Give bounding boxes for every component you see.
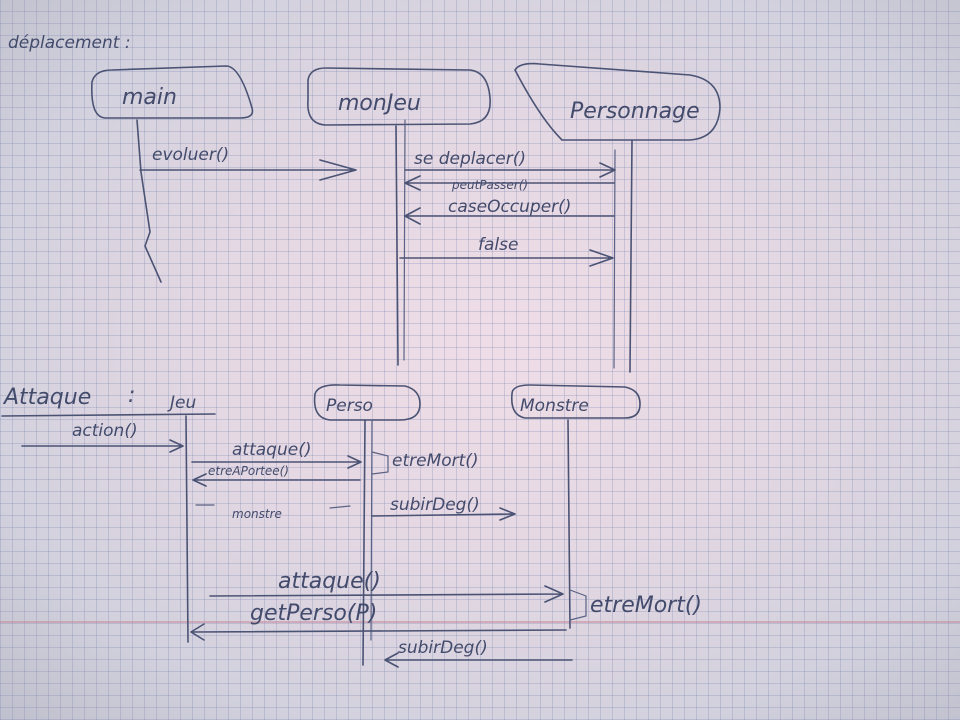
monstre-dash-right [329, 505, 351, 509]
message-etremort2-label: etreMort() [590, 593, 702, 618]
message-etreaportee-label: etreAPortee() [208, 464, 289, 478]
message-attaque2-arrow [209, 585, 564, 603]
message-monstre-label: monstre [232, 507, 282, 521]
lifeline-box-monstre [510, 384, 641, 419]
message-etremort2-bracket [569, 589, 587, 621]
message-caseoccuper-label: caseOccuper() [448, 197, 571, 217]
lifeline-label-personnage: Personnage [570, 99, 700, 124]
message-caseoccuper-arrow [404, 207, 615, 225]
lifeline-box-personnage [514, 62, 721, 141]
message-false-arrow [399, 249, 614, 267]
lifeline-label-monstre: Monstre [520, 396, 589, 416]
message-getperso-label: getPerso(P) [250, 601, 377, 626]
message-deplacer-label: se deplacer() [414, 149, 526, 169]
message-false-label: false [478, 235, 518, 255]
message-subirdeg-label: subirDeg() [390, 495, 480, 515]
message-action-label: action() [72, 421, 138, 441]
lifeline-monjeu-activation [403, 119, 406, 361]
lifeline-label-jeu: Jeu [167, 393, 196, 413]
message-subirdeg2-arrow [384, 652, 573, 668]
lifeline-monjeu [395, 125, 399, 366]
lifeline-box-main [90, 65, 254, 119]
lifeline-personnage-activation [613, 149, 616, 369]
lifeline-label-main: main [122, 85, 177, 110]
lifeline-label-perso: Perso [326, 396, 373, 416]
lifeline-jeu [185, 415, 189, 643]
message-peutpasser-arrow [404, 175, 615, 191]
message-deplacer-arrow [404, 162, 616, 178]
top-heading: déplacement : [8, 33, 131, 53]
bottom-heading: Attaque [2, 385, 91, 410]
message-peutpasser-label: peutPasser() [451, 178, 528, 192]
message-attaque2-label: attaque() [278, 569, 381, 594]
message-etremort-label: etreMort() [392, 451, 479, 471]
message-etremort-bracket [371, 451, 389, 475]
lifeline-perso [362, 419, 366, 666]
bottom-heading-separator: : [128, 383, 135, 408]
message-etreaportee-arrow [192, 473, 361, 487]
lifeline-label-monjeu: monJeu [338, 91, 421, 116]
lifeline-perso-activation [370, 419, 373, 641]
message-getperso-arrow [190, 623, 567, 641]
message-subirdeg2-label: subirDeg() [398, 638, 488, 658]
message-evoluer-label: evoluer() [152, 145, 229, 165]
message-subirdeg-arrow [371, 507, 516, 521]
lifeline-main [136, 119, 162, 283]
message-evoluer-arrow [139, 159, 357, 181]
message-action-arrow [21, 439, 184, 453]
message-attaque-label: attaque() [232, 440, 311, 460]
lifeline-personnage [629, 139, 633, 373]
lifeline-box-perso [313, 384, 421, 421]
message-attaque-arrow [191, 455, 362, 469]
lifeline-monstre [567, 419, 571, 629]
bottom-heading-underline [1, 413, 216, 417]
lifeline-box-monjeu [307, 67, 491, 126]
